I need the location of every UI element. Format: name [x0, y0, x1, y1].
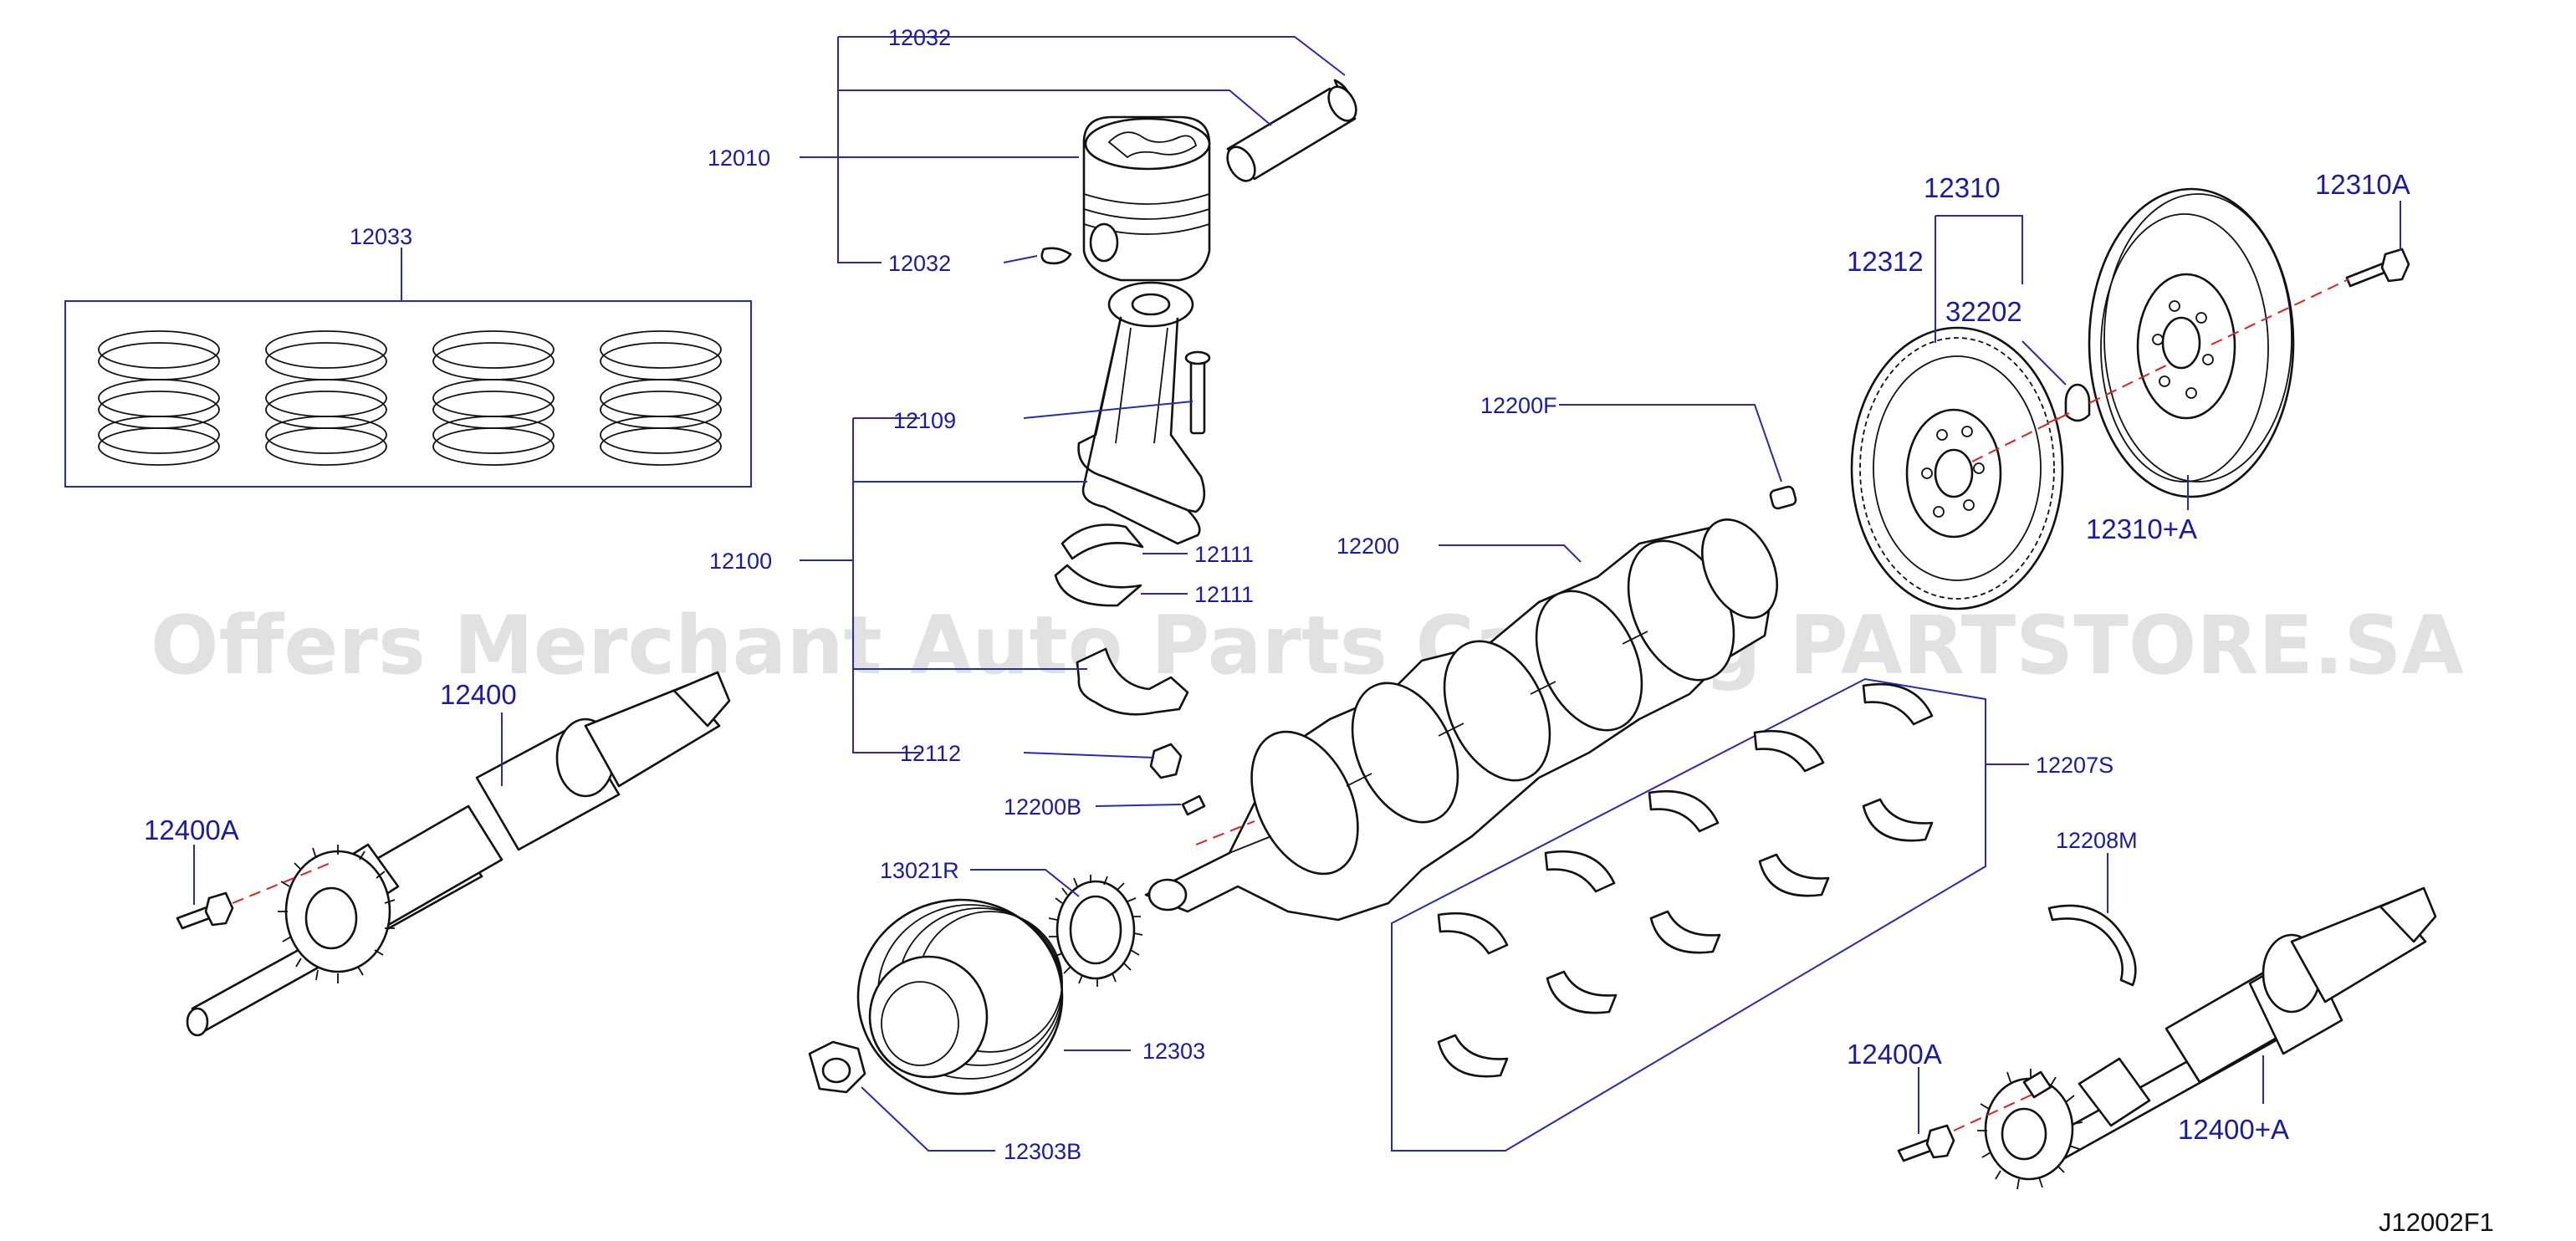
- axis-balancer-right: [1953, 1091, 2038, 1131]
- label-12312[interactable]: 12312: [1847, 246, 1924, 277]
- label-12310plusA[interactable]: 12310+A: [2086, 513, 2197, 544]
- leader-13021R: [970, 869, 1080, 897]
- label-12032-top[interactable]: 12032: [888, 25, 951, 50]
- axis-crank-key: [1195, 820, 1255, 845]
- leader-12032-pin: [838, 89, 1272, 126]
- label-12109[interactable]: 12109: [893, 408, 956, 433]
- leader-32202: [2021, 340, 2067, 386]
- label-12111-b[interactable]: 12111: [1194, 582, 1254, 607]
- label-12010[interactable]: 12010: [708, 146, 770, 171]
- con-rod-bearing-upper[interactable]: [1061, 523, 1144, 560]
- label-12111-a[interactable]: 12111: [1194, 542, 1254, 567]
- leader-12310: [1935, 215, 2023, 284]
- leader-12303B: [861, 1086, 995, 1152]
- label-32202[interactable]: 32202: [1945, 296, 2022, 327]
- con-rod-bearing-lower[interactable]: [1054, 564, 1142, 607]
- leader-12032-top: [838, 36, 1346, 76]
- con-rod-cap[interactable]: [1076, 647, 1189, 716]
- piston-pin[interactable]: [1222, 82, 1362, 186]
- label-12400A-right[interactable]: 12400A: [1847, 1039, 1942, 1070]
- label-12033[interactable]: 12033: [350, 224, 412, 249]
- balancer-bolt-left[interactable]: [176, 891, 234, 930]
- leader-12112: [1023, 752, 1155, 758]
- label-12400[interactable]: 12400: [440, 679, 517, 710]
- balancer-shaft-left[interactable]: [186, 671, 731, 1037]
- crank-pin-dowel[interactable]: [1769, 485, 1797, 510]
- watermark-text: Offers Merchant Auto Parts Catalog PARTS…: [151, 599, 2464, 692]
- balancer-bolt-right[interactable]: [1897, 1124, 1955, 1162]
- flywheel[interactable]: [2088, 187, 2295, 498]
- label-12200[interactable]: 12200: [1337, 534, 1399, 559]
- label-12100[interactable]: 12100: [709, 549, 772, 574]
- connecting-rod[interactable]: [1077, 281, 1206, 545]
- label-12200F[interactable]: 12200F: [1480, 393, 1557, 418]
- pilot-bushing[interactable]: [2064, 383, 2091, 422]
- label-13021R[interactable]: 13021R: [880, 858, 959, 883]
- snap-ring-bottom[interactable]: [1040, 247, 1072, 265]
- balancer-shaft-right[interactable]: [2039, 886, 2437, 1166]
- thrust-washer[interactable]: [2047, 904, 2137, 987]
- leader-group-12100: [852, 418, 920, 753]
- label-12310A[interactable]: 12310A: [2315, 169, 2410, 200]
- label-12200B[interactable]: 12200B: [1004, 794, 1081, 820]
- label-12400plusA[interactable]: 12400+A: [2178, 1114, 2289, 1145]
- piston-ring-set[interactable]: [64, 300, 752, 488]
- label-12112[interactable]: 12112: [900, 741, 961, 766]
- axis-flywheel: [2047, 278, 2349, 424]
- label-12400A-left[interactable]: 12400A: [144, 815, 239, 845]
- balancer-gear-left[interactable]: [278, 845, 396, 983]
- diagram-code: J12002F1: [2379, 1208, 2494, 1237]
- label-12303[interactable]: 12303: [1142, 1039, 1205, 1064]
- leader-12200: [1439, 544, 1582, 563]
- pulley-bolt[interactable]: [808, 1040, 866, 1094]
- con-rod-nut[interactable]: [1149, 743, 1183, 779]
- drive-plate-ring-gear[interactable]: [1850, 326, 2064, 610]
- flywheel-bolt[interactable]: [2345, 248, 2410, 288]
- label-12303B[interactable]: 12303B: [1004, 1139, 1081, 1164]
- bearing-set-box: [1391, 677, 1986, 1152]
- leader-12200F: [1559, 404, 1782, 483]
- crankshaft-sprocket[interactable]: [1048, 875, 1143, 987]
- label-12207S[interactable]: 12207S: [2036, 753, 2113, 778]
- leader-12109: [1023, 401, 1193, 419]
- label-12208M[interactable]: 12208M: [2056, 828, 2138, 853]
- label-12032-bottom[interactable]: 12032: [888, 251, 951, 276]
- leader-group-12032: [837, 37, 882, 263]
- balancer-gear-right[interactable]: [1977, 1069, 2083, 1190]
- piston[interactable]: [1082, 115, 1211, 282]
- crankshaft-pulley[interactable]: [856, 898, 1064, 1095]
- con-rod-bolt[interactable]: [1184, 350, 1211, 435]
- leader-12032-bottom: [1003, 255, 1038, 263]
- label-12310[interactable]: 12310: [1924, 172, 2001, 203]
- leader-12200B: [1095, 804, 1182, 807]
- main-bearing-set[interactable]: [1437, 682, 1934, 1078]
- crankshaft-key[interactable]: [1181, 794, 1206, 816]
- crankshaft[interactable]: [1144, 508, 1791, 922]
